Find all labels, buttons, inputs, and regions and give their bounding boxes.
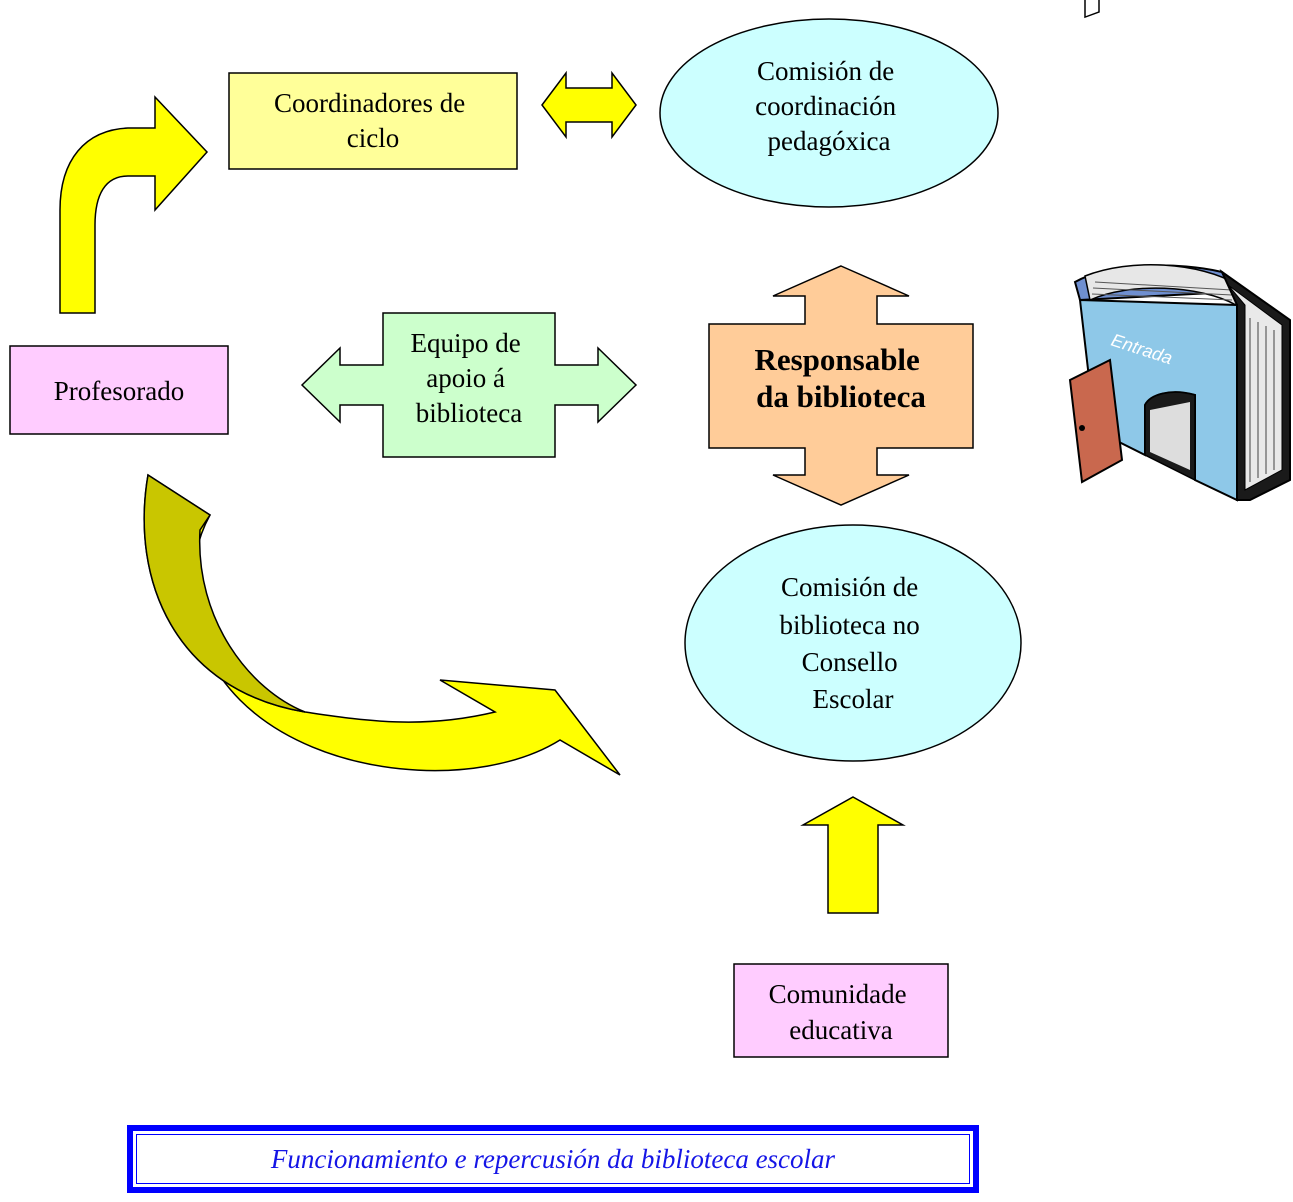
profesorado-box	[9, 345, 229, 435]
responsable-arrow-box	[708, 265, 974, 506]
comision-coordinacion-ellipse	[659, 18, 999, 208]
comision-biblioteca-line-3: Consello	[802, 647, 898, 677]
arrow-comunidade-up	[800, 796, 906, 914]
svg-text:Profesorado: Profesorado	[54, 376, 184, 406]
caption-inner-frame: Funcionamiento e repercusión da bibliote…	[136, 1134, 970, 1184]
comision-biblioteca-line-2: biblioteca no	[780, 610, 920, 640]
comision-coordinacion-line-3: pedagóxica	[768, 126, 891, 156]
caption-frame: Funcionamiento e repercusión da bibliote…	[127, 1125, 979, 1193]
arrow-profesorado-to-coordinadores	[59, 95, 209, 314]
organization-diagram: Coordinadores de ciclo Comisión de coord…	[9, 0, 1291, 1058]
comunidade-box	[733, 963, 949, 1058]
profesorado-line-1: Profesorado	[54, 376, 184, 406]
responsable-line-1: Responsable	[754, 342, 919, 377]
book-entrada-icon: Entrada	[1068, 0, 1291, 502]
equipo-apoio-line-2: apoio á	[426, 363, 505, 393]
coordinadores-line-2: ciclo	[347, 123, 399, 153]
comunidade-line-1: Comunidade	[769, 979, 907, 1009]
equipo-apoio-line-1: Equipo de	[411, 328, 521, 358]
svg-text:Coordinadores de ciclo: Coordinadores de ciclo	[274, 88, 472, 153]
svg-text:Responsable da biblioteca: Responsable da biblioteca	[754, 342, 927, 414]
svg-text:Comisión de coordinación: Comisión de coordinación pedagóxica	[755, 56, 903, 156]
equipo-apoio-line-3: biblioteca	[416, 398, 522, 428]
comunidade-line-2: educativa	[789, 1015, 892, 1045]
arrow-profesorado-shadow	[143, 473, 306, 713]
caption-text: Funcionamiento e repercusión da bibliote…	[270, 1143, 836, 1174]
coordinadores-box	[228, 72, 518, 170]
comision-biblioteca-line-1: Comisión de	[781, 572, 918, 602]
comision-biblioteca-ellipse	[684, 524, 1022, 762]
svg-text:Equipo de apoio á bibl: Equipo de apoio á biblioteca	[411, 328, 528, 428]
comision-biblioteca-line-4: Escolar	[813, 684, 894, 714]
equipo-apoio-arrow-box	[300, 312, 638, 458]
comision-coordinacion-line-1: Comisión de	[757, 56, 894, 86]
coordinadores-line-1: Coordinadores de	[274, 88, 465, 118]
arrow-coordinadores-comision	[541, 70, 637, 140]
comision-coordinacion-line-2: coordinación	[755, 91, 896, 121]
svg-text:Comisión de biblioteca no: Comisión de biblioteca no Consello Escol…	[780, 572, 927, 714]
svg-text:Comunidade educativa: Comunidade educativa	[769, 979, 914, 1045]
responsable-line-2: da biblioteca	[756, 379, 926, 414]
